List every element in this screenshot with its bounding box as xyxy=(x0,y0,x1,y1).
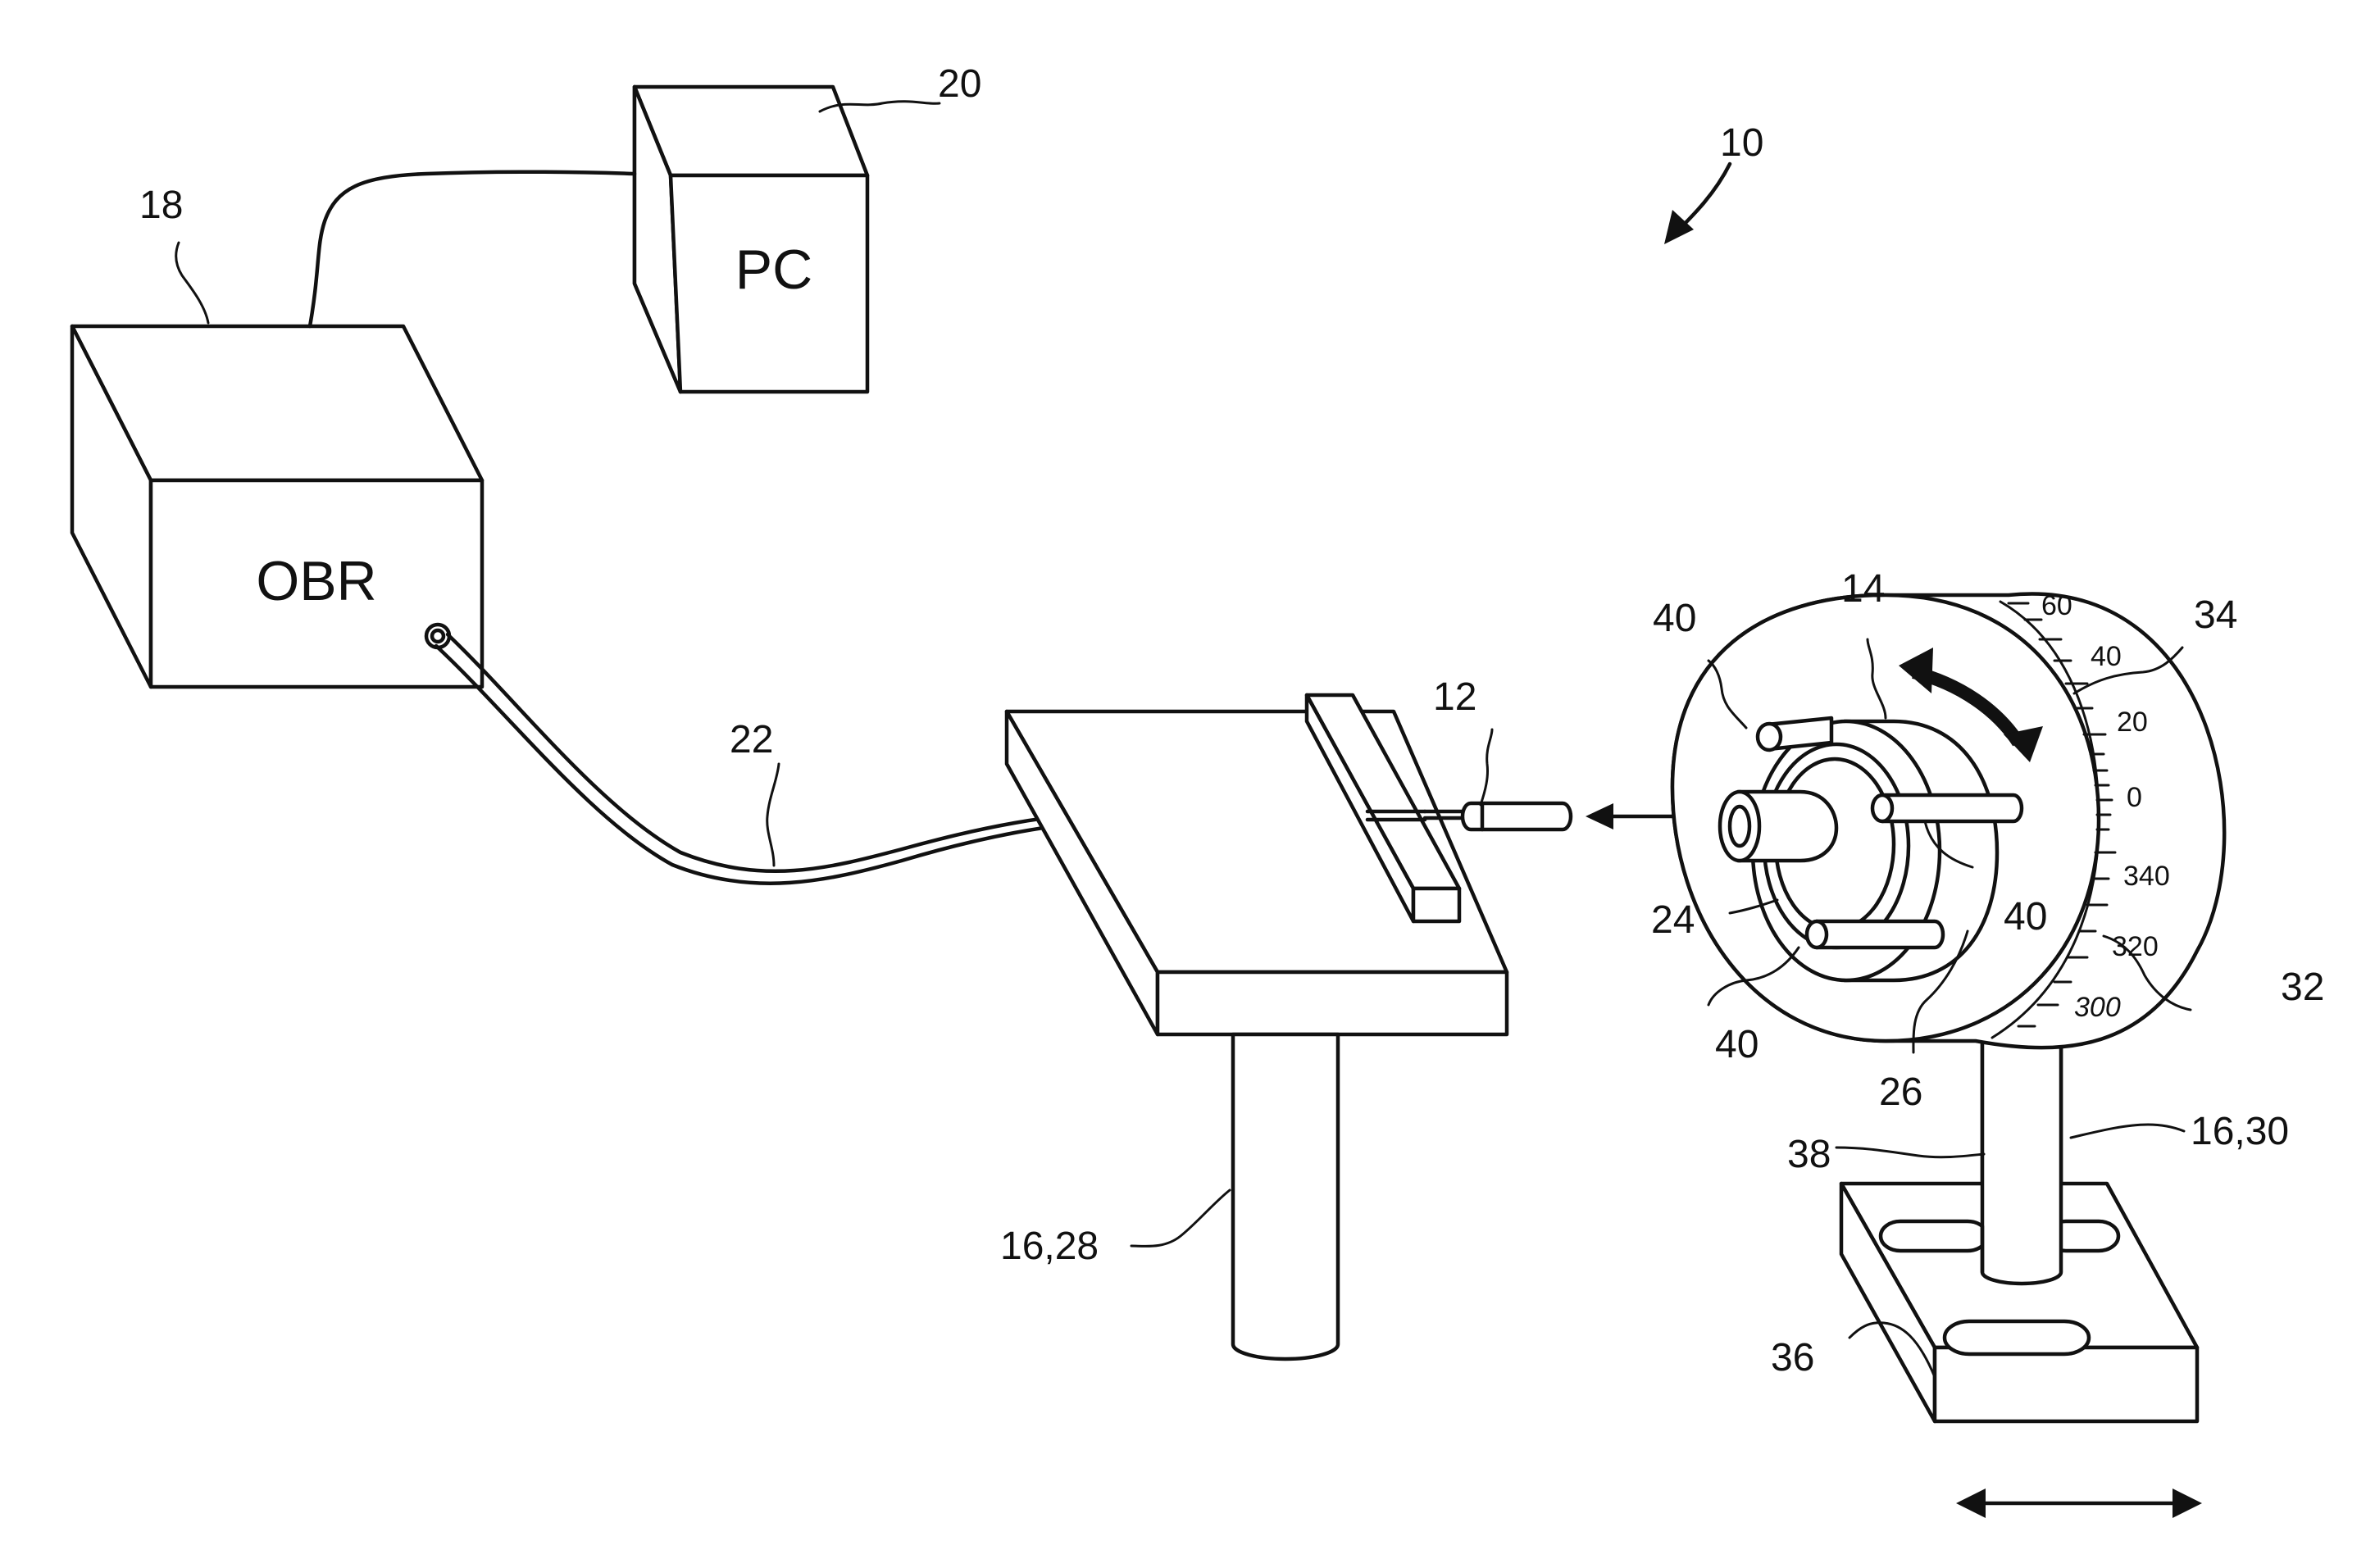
obr-pc-cable xyxy=(310,172,635,326)
pin-right xyxy=(1882,795,2022,821)
ref-10: 10 xyxy=(1720,121,1763,165)
obr-box: OBR xyxy=(72,326,482,687)
system-pointer-arrow xyxy=(1664,164,1730,244)
rotary-stage: 60 40 20 0 340 320 300 xyxy=(1672,590,2224,1421)
ref-38: 38 xyxy=(1787,1133,1831,1176)
pc-label: PC xyxy=(735,239,812,301)
ref-14: 14 xyxy=(1841,567,1885,611)
ref-22: 22 xyxy=(730,718,773,761)
ref-36: 36 xyxy=(1771,1336,1814,1379)
dial-label-300: 300 xyxy=(2074,992,2121,1023)
ref-34: 34 xyxy=(2194,593,2237,637)
ref-18: 18 xyxy=(139,184,183,227)
ref-40-bottom: 40 xyxy=(1715,1023,1759,1066)
ref-26: 26 xyxy=(1879,1070,1922,1114)
fiber-end-ferrule xyxy=(1425,803,1571,829)
ref-20: 20 xyxy=(938,62,981,106)
ref-16-30: 16,30 xyxy=(2191,1110,2289,1153)
dial-label-20: 20 xyxy=(2117,707,2148,738)
ref-40-top: 40 xyxy=(1653,597,1696,640)
obr-label: OBR xyxy=(256,550,376,612)
pin-bottom xyxy=(1817,921,1943,948)
dial-label-0: 0 xyxy=(2127,782,2142,813)
ref-40-right: 40 xyxy=(2004,895,2047,939)
dial-label-40: 40 xyxy=(2091,641,2122,672)
ref-24: 24 xyxy=(1651,898,1695,942)
lateral-adjust-arrow xyxy=(1956,1488,2202,1518)
dial-label-340: 340 xyxy=(2123,861,2170,892)
dial-label-60: 60 xyxy=(2041,590,2072,621)
ref-12: 12 xyxy=(1433,675,1476,719)
ref-32: 32 xyxy=(2281,966,2324,1009)
pc-box: PC xyxy=(635,87,867,392)
ref-16-28: 16,28 xyxy=(1000,1225,1099,1268)
